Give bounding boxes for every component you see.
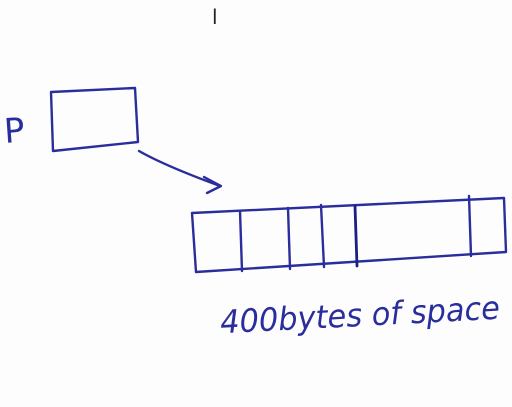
memory-cell-divider bbox=[286, 206, 292, 271]
memory-block-outline bbox=[190, 196, 508, 274]
memory-block bbox=[190, 194, 508, 274]
memory-cell-divider bbox=[238, 209, 244, 273]
pointer-arrow bbox=[137, 149, 223, 195]
memory-cell-divider bbox=[319, 203, 326, 269]
page-mark: l bbox=[212, 5, 218, 29]
pointer-label: P bbox=[3, 111, 26, 152]
memory-cell-divider bbox=[353, 204, 359, 268]
pointer-box bbox=[49, 86, 140, 153]
memory-cell-divider bbox=[467, 194, 473, 258]
memory-block-caption: 400bytes of space bbox=[219, 289, 501, 342]
